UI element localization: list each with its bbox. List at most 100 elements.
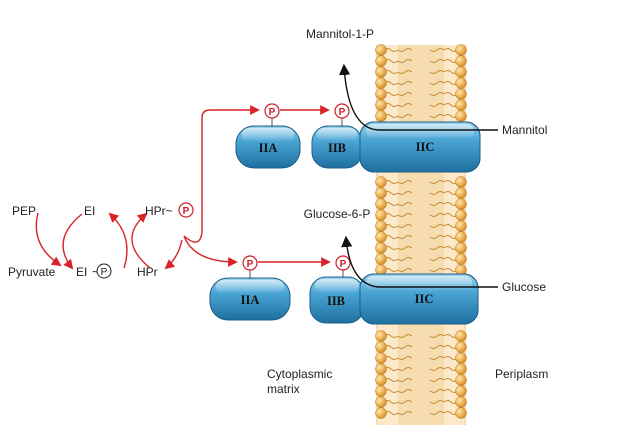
lipid-tail <box>397 367 413 371</box>
lipid-head <box>375 88 387 100</box>
glucose-iia-domain: IIA <box>209 277 291 321</box>
lipid-tail <box>429 378 445 382</box>
pep-label: PEP <box>12 204 36 218</box>
lipid-head <box>455 220 467 232</box>
lipid-head <box>455 176 467 188</box>
lipid-head <box>375 242 387 254</box>
arrow-hpr-to-mannitol-iia <box>183 105 260 243</box>
lipid-tail <box>429 257 445 261</box>
lipid-tail <box>429 400 445 404</box>
hpr-p-group: HPr~ P <box>145 202 194 218</box>
ei-p-group: EI ~ P <box>76 263 112 279</box>
lipid-head <box>375 198 387 210</box>
lipid-tail <box>429 411 445 415</box>
lipid-head <box>455 77 467 89</box>
lipid-head <box>375 374 387 386</box>
lipid-tail <box>397 191 413 195</box>
lipid-head <box>375 396 387 408</box>
phosphate-mannitol-iib: P <box>334 103 350 127</box>
substrate-arrows <box>338 63 498 288</box>
hpr-p-phosphate: P <box>183 206 190 217</box>
lipid-tail <box>397 389 413 393</box>
ei-p-phosphate: P <box>101 267 108 278</box>
svg-text:P: P <box>340 259 347 270</box>
lipid-tail <box>397 202 413 206</box>
lipid-head <box>455 341 467 353</box>
lipid-tail <box>397 345 413 349</box>
lipid-tail <box>429 356 445 360</box>
glucose-iia-label: IIA <box>241 293 260 307</box>
mannitol-iia-domain: IIA <box>235 125 301 169</box>
lipid-tail <box>429 334 445 338</box>
lipid-head <box>375 209 387 221</box>
lipid-head <box>455 352 467 364</box>
lipid-tail <box>429 114 445 118</box>
lipid-head <box>455 55 467 67</box>
lipid-tail <box>397 114 413 118</box>
periplasm-label: Periplasm <box>495 367 548 381</box>
arrow-pep-to-pyruvate <box>35 212 62 267</box>
lipid-head <box>375 253 387 265</box>
lipid-head <box>375 110 387 122</box>
lipid-head <box>455 198 467 210</box>
lipid-head <box>455 330 467 342</box>
lipid-head <box>375 363 387 375</box>
lipid-tail <box>429 92 445 96</box>
arrow-hpr-p-to-hpr <box>164 239 183 270</box>
svg-text:~: ~ <box>92 265 99 279</box>
cytoplasmic-matrix-label-line2: matrix <box>267 382 300 396</box>
lipid-tail <box>397 103 413 107</box>
lipid-tail <box>397 81 413 85</box>
lipid-tail <box>397 213 413 217</box>
mannitol-iia-label: IIA <box>259 141 278 155</box>
lipid-tail <box>397 356 413 360</box>
phosphate-mannitol-iia: P <box>264 103 280 127</box>
lipid-head <box>375 220 387 232</box>
hpr-p-label: HPr~ <box>145 204 173 218</box>
lipid-head <box>455 231 467 243</box>
lipid-head <box>375 77 387 89</box>
lipid-tail <box>429 246 445 250</box>
lipid-head <box>455 396 467 408</box>
lipid-head <box>455 187 467 199</box>
lipid-tail <box>397 411 413 415</box>
lipid-tail <box>397 235 413 239</box>
hpr-label: HPr <box>137 265 158 279</box>
lipid-tail <box>429 81 445 85</box>
lipid-head <box>375 99 387 111</box>
lipid-head <box>375 44 387 56</box>
lipid-tail <box>429 345 445 349</box>
lipid-tail <box>429 389 445 393</box>
lipid-head <box>455 66 467 78</box>
cytoplasmic-matrix-label-line1: Cytoplasmic <box>267 367 332 381</box>
lipid-tail <box>429 70 445 74</box>
phosphotransfer-arrows <box>35 105 331 270</box>
glucose-iib-domain: IIB <box>309 276 365 324</box>
lipid-head <box>455 209 467 221</box>
lipid-head <box>455 44 467 56</box>
lipid-head <box>455 99 467 111</box>
lipid-head <box>455 253 467 265</box>
lipid-tail <box>397 268 413 272</box>
mannitol-label: Mannitol <box>502 123 547 137</box>
lipid-tail <box>397 334 413 338</box>
lipid-head <box>375 385 387 397</box>
lipid-heads <box>375 44 467 419</box>
lipid-tail <box>429 235 445 239</box>
lipid-head <box>375 231 387 243</box>
phosphate-glucose-iib: P <box>335 255 351 278</box>
mannitol-iib-domain: IIB <box>311 125 363 169</box>
lipid-head <box>375 341 387 353</box>
lipid-head <box>455 88 467 100</box>
lipid-head <box>455 407 467 419</box>
arrow-ei-to-ei-p <box>62 213 83 270</box>
lipid-tail <box>397 70 413 74</box>
lipid-tail <box>429 191 445 195</box>
lipid-tail <box>429 180 445 184</box>
lipid-head <box>375 66 387 78</box>
lipid-tail <box>429 48 445 52</box>
lipid-tail <box>429 268 445 272</box>
glucose-iib-label: IIB <box>327 294 345 308</box>
